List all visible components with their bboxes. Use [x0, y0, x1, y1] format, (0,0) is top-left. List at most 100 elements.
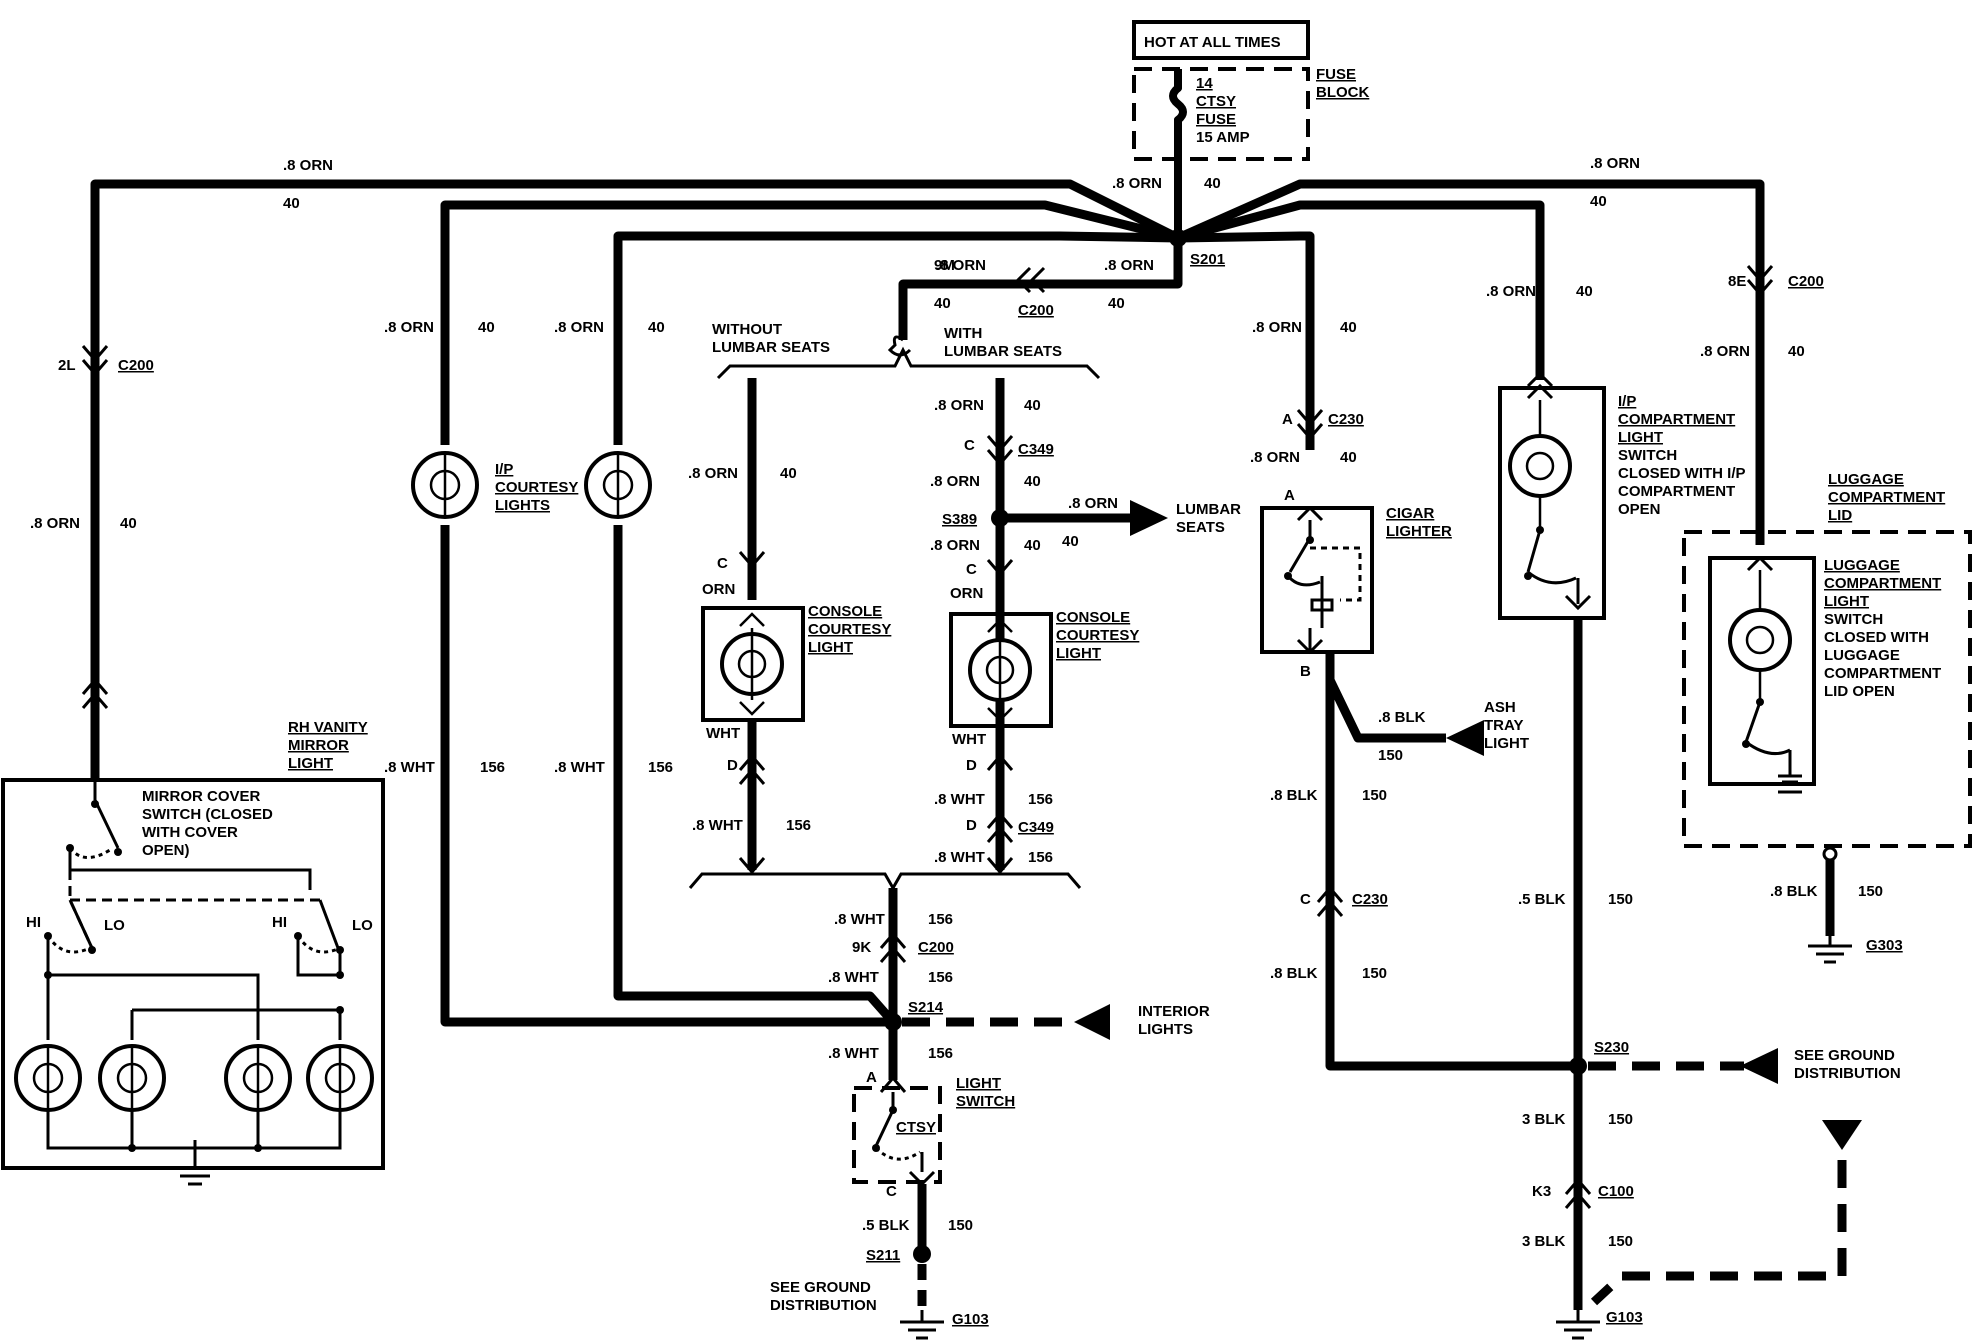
svg-text:LIGHT: LIGHT: [956, 1075, 1001, 1092]
svg-text:40: 40: [1024, 473, 1041, 490]
c100-connector: [1564, 1177, 1592, 1209]
svg-text:.8 WHT: .8 WHT: [828, 969, 879, 986]
wire-orn-luggage: [1176, 179, 1765, 545]
svg-text:COURTESY: COURTESY: [808, 621, 891, 638]
svg-text:LIGHT: LIGHT: [1824, 593, 1869, 610]
svg-text:.8 ORN: .8 ORN: [934, 397, 984, 414]
wire-orn-ip-compartment: [1176, 200, 1545, 380]
svg-text:CLOSED WITH: CLOSED WITH: [1824, 629, 1929, 646]
cigar-lighter-box: [1260, 506, 1374, 654]
svg-text:D: D: [966, 757, 977, 774]
svg-text:150: 150: [1608, 1111, 1633, 1128]
svg-text:C200: C200: [1018, 302, 1054, 319]
luggage-light-label: LUGGAGE COMPARTMENT LIGHT: [1824, 557, 1941, 610]
ground-g103-left: [900, 1310, 944, 1340]
svg-text:C: C: [886, 1183, 897, 1200]
svg-text:COMPARTMENT: COMPARTMENT: [1828, 489, 1945, 506]
svg-text:LUGGAGE: LUGGAGE: [1824, 557, 1900, 574]
svg-text:14: 14: [1196, 75, 1213, 92]
svg-text:LIGHT: LIGHT: [288, 755, 333, 772]
svg-text:C: C: [717, 555, 728, 572]
svg-text:LID OPEN: LID OPEN: [1824, 683, 1895, 700]
svg-text:LUMBAR SEATS: LUMBAR SEATS: [712, 339, 830, 356]
svg-text:C200: C200: [118, 357, 154, 374]
svg-text:C230: C230: [1328, 411, 1364, 428]
ground-g303: [1808, 936, 1852, 964]
svg-text:40: 40: [780, 465, 797, 482]
svg-text:COMPARTMENT: COMPARTMENT: [1618, 483, 1735, 500]
svg-text:SWITCH: SWITCH: [1824, 611, 1883, 628]
svg-text:S230: S230: [1594, 1039, 1629, 1056]
wire-orn-cigar: [1177, 231, 1315, 450]
svg-text:2L: 2L: [58, 357, 76, 374]
ip-compartment-box: [1498, 386, 1606, 620]
ctsy-switch-contact: [874, 1092, 895, 1147]
c230-connector-c: [1316, 885, 1344, 917]
svg-text:40: 40: [1340, 319, 1357, 336]
luggage-lid-label: LUGGAGE COMPARTMENT LID: [1828, 471, 1945, 524]
svg-text:40: 40: [1108, 295, 1125, 312]
console-courtesy-light-2-box: [949, 612, 1053, 728]
svg-text:150: 150: [1858, 883, 1883, 900]
lumbar-arrow: [1130, 500, 1168, 536]
svg-text:.8 ORN: .8 ORN: [1700, 343, 1750, 360]
fuse-element: [1169, 69, 1187, 232]
lumbar-bracket-bottom: [688, 872, 1082, 892]
svg-text:LUGGAGE: LUGGAGE: [1828, 471, 1904, 488]
svg-text:DISTRIBUTION: DISTRIBUTION: [1794, 1065, 1901, 1082]
svg-text:I/P: I/P: [1618, 393, 1636, 410]
svg-text:.8 WHT: .8 WHT: [554, 759, 605, 776]
svg-text:.8 ORN: .8 ORN: [554, 319, 604, 336]
ip-compartment-lamp: [1508, 400, 1572, 528]
svg-text:OPEN: OPEN: [1618, 501, 1661, 518]
svg-text:G303: G303: [1866, 937, 1903, 954]
svg-text:.8 ORN: .8 ORN: [930, 473, 980, 490]
light-switch-box: [852, 1086, 942, 1184]
fuse-block-label: FUSE BLOCK: [1316, 66, 1369, 101]
svg-text:S214: S214: [908, 999, 944, 1016]
svg-text:40: 40: [283, 195, 300, 212]
wire-wht-ip-courtesy-2: [613, 525, 897, 1025]
console-courtesy-label-2: CONSOLE COURTESY LIGHT: [1056, 609, 1139, 662]
luggage-compartment-lid-box: [1682, 530, 1972, 848]
svg-text:40: 40: [1024, 397, 1041, 414]
svg-text:.5 BLK: .5 BLK: [1518, 891, 1566, 908]
svg-text:COURTESY: COURTESY: [495, 479, 578, 496]
svg-text:CTSY: CTSY: [1196, 93, 1236, 110]
svg-text:.8 ORN: .8 ORN: [1250, 449, 1300, 466]
console-courtesy-label-1: CONSOLE COURTESY LIGHT: [808, 603, 891, 656]
vanity-lamp-2: [98, 1044, 166, 1112]
hot-at-all-times-box: [1132, 20, 1310, 60]
wire-orn-console: [898, 238, 1183, 340]
svg-text:S389: S389: [942, 511, 977, 528]
svg-text:156: 156: [648, 759, 673, 776]
svg-text:I/P: I/P: [495, 461, 513, 478]
rh-vanity-label: RH VANITY MIRROR LIGHT: [288, 719, 368, 772]
svg-text:LIGHT: LIGHT: [1618, 429, 1663, 446]
svg-text:.8 WHT: .8 WHT: [692, 817, 743, 834]
svg-text:SEATS: SEATS: [1176, 519, 1225, 536]
svg-text:LIGHT: LIGHT: [808, 639, 853, 656]
svg-text:LIGHTER: LIGHTER: [1386, 523, 1452, 540]
svg-text:LO: LO: [352, 917, 373, 934]
svg-text:C200: C200: [918, 939, 954, 956]
cigar-lighter-label: CIGAR LIGHTER: [1386, 505, 1452, 540]
see-ground-label-2: SEE GROUND DISTRIBUTION: [1794, 1047, 1901, 1082]
svg-text:C100: C100: [1598, 1183, 1634, 1200]
svg-text:9M: 9M: [934, 257, 955, 274]
svg-text:40: 40: [934, 295, 951, 312]
hot-at-all-times-label: HOT AT ALL TIMES: [1144, 34, 1281, 51]
svg-text:WITHOUT: WITHOUT: [712, 321, 782, 338]
svg-text:40: 40: [1576, 283, 1593, 300]
svg-text:.8 ORN: .8 ORN: [1104, 257, 1154, 274]
svg-text:BLOCK: BLOCK: [1316, 84, 1369, 101]
wire-orn-ip-courtesy-2: [613, 231, 1179, 445]
svg-text:156: 156: [480, 759, 505, 776]
svg-text:40: 40: [478, 319, 495, 336]
svg-text:LUMBAR: LUMBAR: [1176, 501, 1241, 518]
svg-text:15 AMP: 15 AMP: [1196, 129, 1250, 146]
c-connector-console-1: [738, 551, 766, 569]
svg-text:DISTRIBUTION: DISTRIBUTION: [770, 1297, 877, 1314]
svg-text:K3: K3: [1532, 1183, 1551, 1200]
